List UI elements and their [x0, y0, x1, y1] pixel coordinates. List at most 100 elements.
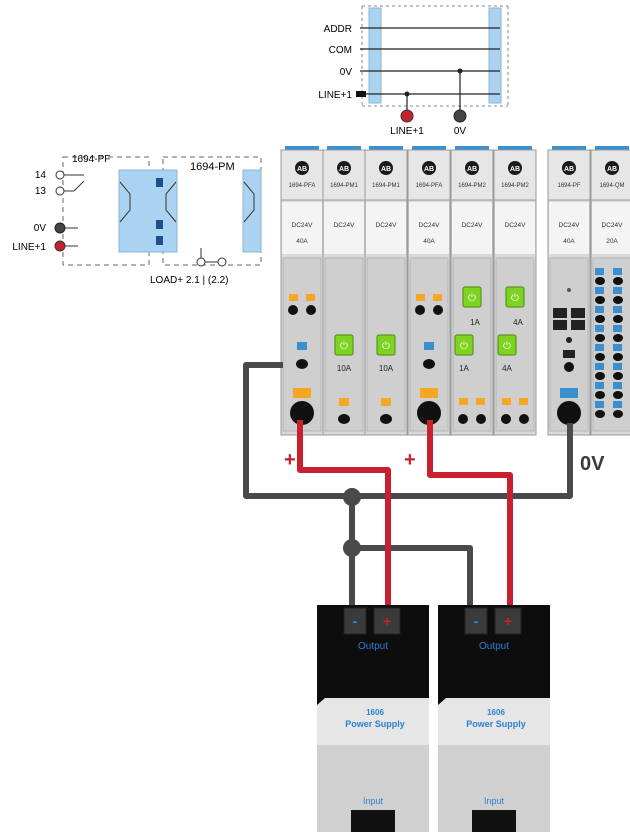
- fuse-icon[interactable]: [505, 286, 525, 308]
- terminal-13: 13: [35, 186, 47, 197]
- zero-v-terminal-icon: [453, 109, 467, 123]
- psu-plus-label: +: [504, 613, 512, 629]
- ab-logo-icon: [295, 161, 309, 175]
- module-top-tab: [369, 146, 403, 152]
- wire-0v-right: [352, 423, 573, 499]
- power-terminal-icon: [557, 401, 581, 425]
- power-symbol-icon: ⏻: [511, 293, 519, 304]
- psu-minus-terminal[interactable]: [464, 607, 488, 635]
- module-rating: 40A: [423, 238, 435, 245]
- terminal-icon: [613, 306, 622, 313]
- terminal-icon: [424, 342, 434, 350]
- fuse-rating: 1A: [459, 364, 469, 373]
- psu-model: 1606: [487, 708, 505, 717]
- module-top-tab: [595, 146, 629, 152]
- psu-minus-label: -: [474, 613, 479, 629]
- module-header: [547, 149, 591, 201]
- terminal-icon: [595, 401, 604, 408]
- brand-logo-text: AB: [424, 166, 434, 173]
- module-label-panel: [409, 202, 449, 254]
- module-voltage: DC24V: [334, 222, 356, 229]
- module-rack: AB1694-PFADC24V40AAB1694-PM1DC24V⏻10AAB1…: [280, 146, 630, 436]
- psu-minus-terminal[interactable]: [343, 607, 367, 635]
- psu-plus-terminal[interactable]: [494, 607, 522, 635]
- terminal-icon: [613, 401, 622, 408]
- terminal-icon: [613, 382, 622, 389]
- terminal-icon: [416, 294, 425, 301]
- ab-logo-icon: [562, 161, 576, 175]
- module-model: 1694-QM: [599, 183, 624, 189]
- fuse-icon[interactable]: [376, 334, 396, 356]
- terminal-icon: [289, 294, 298, 301]
- wire-0v-left: [243, 362, 355, 620]
- fuse-icon[interactable]: [462, 286, 482, 308]
- psu-input-connector[interactable]: [351, 810, 395, 832]
- bus-right-connector: [488, 7, 502, 104]
- module-header: [590, 149, 630, 201]
- module-model: 1694-PM1: [372, 183, 400, 189]
- module-label-panel: [592, 202, 630, 254]
- ab-logo-icon: [605, 161, 619, 175]
- plus-label-1: +: [284, 449, 296, 471]
- ab-logo-icon: [422, 161, 436, 175]
- module-top-tab: [455, 146, 489, 152]
- bus-label-addr: ADDR: [324, 24, 352, 35]
- module-top-tab: [552, 146, 586, 152]
- junction-0v-1: [343, 488, 361, 506]
- module-model: 1694-PM1: [330, 183, 358, 189]
- power-symbol-icon: ⏻: [382, 341, 390, 352]
- ab-logo-icon: [508, 161, 522, 175]
- terminal-icon: [433, 294, 442, 301]
- fuse-rating: 10A: [379, 364, 394, 373]
- psu-name: Power Supply: [345, 719, 405, 729]
- module-label-panel: [324, 202, 364, 254]
- terminal-icon: [306, 294, 315, 301]
- terminal-icon: [595, 363, 604, 370]
- terminal-icon: [519, 398, 528, 405]
- wire-plus-2: [427, 420, 513, 618]
- schematic-line1-terminal-icon: [54, 240, 66, 252]
- fuse-icon[interactable]: [334, 334, 354, 356]
- wiring: + + 0V: [243, 362, 605, 620]
- brand-logo-text: AB: [564, 166, 574, 173]
- terminal-icon: [595, 344, 604, 351]
- terminal-icon: [613, 344, 622, 351]
- terminal-icon: [420, 388, 438, 398]
- fuse-icon[interactable]: [454, 334, 474, 356]
- terminal-icon: [293, 388, 311, 398]
- terminal-icon: [613, 268, 622, 275]
- bus-label-line1: LINE+1: [318, 90, 352, 101]
- psu-plus-terminal[interactable]: [373, 607, 401, 635]
- psu-input-connector[interactable]: [472, 810, 516, 832]
- module-lower-panel: [549, 257, 589, 432]
- terminal-14: 14: [35, 170, 47, 181]
- terminal-icon: [297, 342, 307, 350]
- fuse-icon[interactable]: [497, 334, 517, 356]
- psu-minus-label: -: [353, 613, 358, 629]
- power-symbol-icon: ⏻: [468, 293, 476, 304]
- bus-diagram: ADDR COM 0V LINE+1 LINE+1 0V: [318, 5, 509, 137]
- pf-label: 1694-PF: [72, 154, 110, 165]
- psu-plus-label: +: [383, 613, 391, 629]
- wire-plus-1: [297, 420, 391, 618]
- module-voltage: DC24V: [376, 222, 398, 229]
- pm-label: 1694-PM: [190, 161, 235, 173]
- terminal-line1: LINE+1: [12, 242, 46, 253]
- brand-logo-text: AB: [381, 166, 391, 173]
- bus-label-com: COM: [329, 45, 352, 56]
- psu-model: 1606: [366, 708, 384, 717]
- module-voltage: DC24V: [419, 222, 441, 229]
- bus-left-connector: [368, 7, 382, 104]
- bus-bottom-label-line1: LINE+1: [390, 126, 424, 137]
- module-label-panel: [282, 202, 322, 254]
